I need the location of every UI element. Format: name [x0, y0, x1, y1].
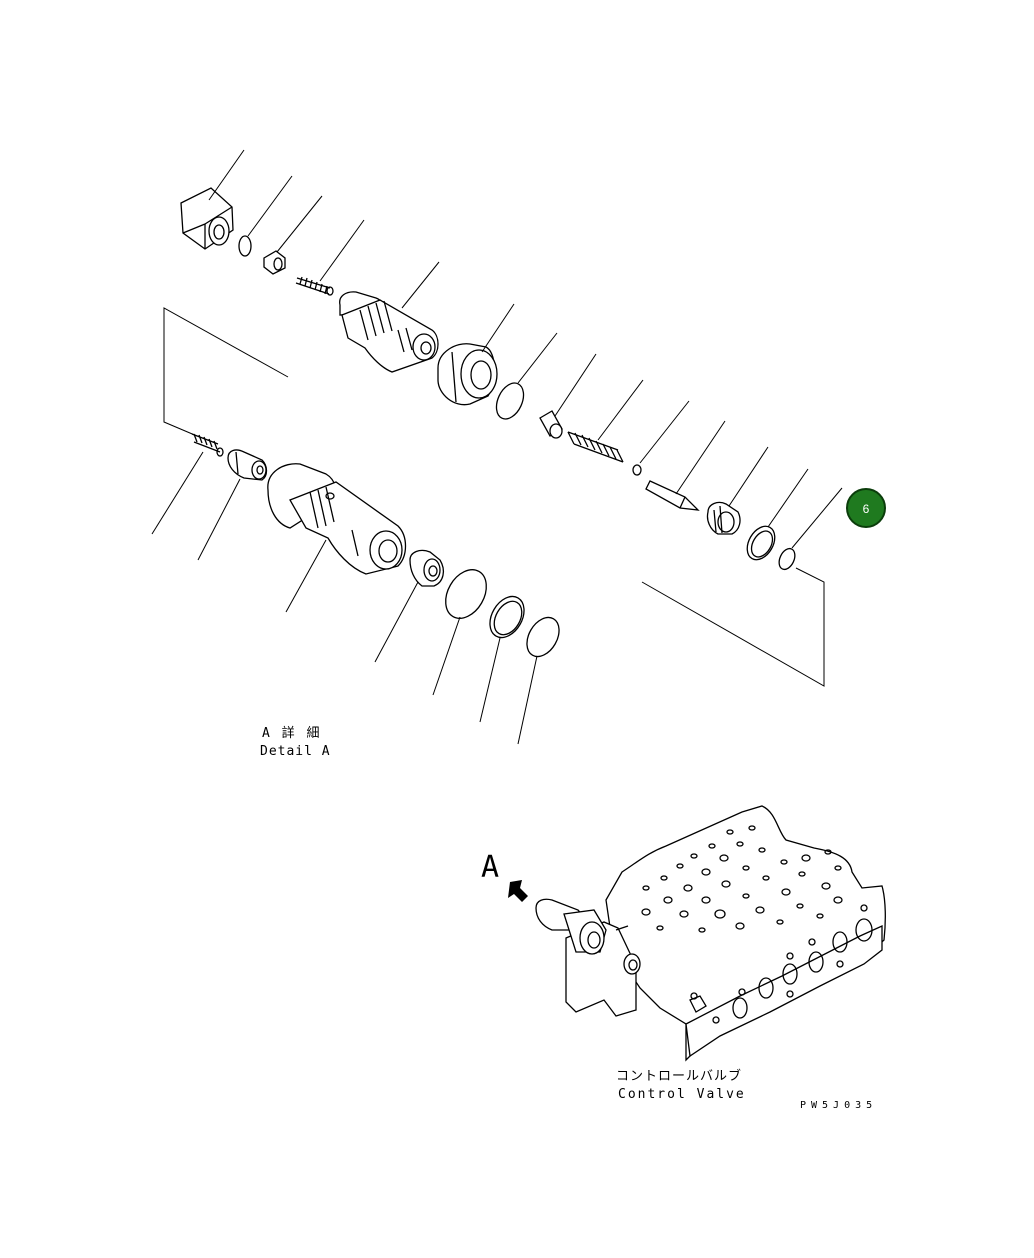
view-arrow: [508, 880, 528, 902]
leader-o-ring-end: [791, 487, 843, 549]
part-plug: [706, 501, 741, 535]
bracket-left: [163, 307, 289, 437]
view-marker-label: A: [481, 850, 499, 885]
part-o-ring-small-1: [238, 235, 252, 257]
part-backup-ring-lower: [489, 595, 525, 639]
part-adjust-screw: [295, 276, 334, 296]
control-valve-label-jp: コントロールバルブ: [616, 1068, 742, 1084]
leader-o-ring-2: [517, 332, 558, 384]
relief-valve-installed: [535, 898, 641, 975]
bracket-right: [641, 567, 825, 687]
part-backup-ring: [746, 525, 776, 561]
part-cap-nut: [180, 187, 234, 250]
drawing-code: PW5J035: [800, 1100, 877, 1111]
detail-label-en: Detail A: [260, 744, 331, 759]
leader-washer-tiny: [639, 400, 690, 464]
part-o-ring-large-1: [445, 569, 487, 619]
leader-backup-ring-lower: [479, 637, 501, 723]
part-washer-tiny: [632, 464, 642, 476]
leader-adjust-screw: [319, 219, 365, 282]
control-valve-assembly: [508, 805, 886, 1062]
part-o-ring-2: [495, 382, 525, 420]
leader-backup-ring: [767, 468, 809, 528]
leader-sleeve: [554, 353, 597, 417]
leader-o-ring-large-1: [432, 616, 461, 696]
leader-valve-body-lower: [285, 539, 327, 613]
leader-o-ring-small-1: [247, 175, 293, 237]
callout-number: 6: [863, 502, 870, 516]
callout-badge[interactable]: 6: [846, 488, 886, 528]
part-valve-body-upper: [339, 291, 439, 373]
leader-spool-small: [197, 478, 241, 561]
part-o-ring-large-2: [526, 616, 560, 658]
part-lock-nut: [263, 250, 286, 275]
part-spool-small: [227, 449, 268, 481]
part-o-ring-end: [778, 547, 796, 571]
leader-valve-body-upper: [401, 261, 440, 309]
leader-cap-nut: [208, 149, 245, 201]
part-spring-small: [191, 433, 224, 457]
leader-lock-nut: [276, 195, 323, 253]
part-seat: [409, 549, 445, 587]
leader-o-ring-large-2: [517, 655, 538, 745]
control-valve-label-en: Control Valve: [618, 1087, 746, 1102]
leader-large-nut: [481, 303, 515, 353]
part-poppet-pin: [645, 480, 700, 511]
leader-plug: [728, 446, 769, 507]
detail-label-jp: A 詳 細: [262, 725, 321, 741]
part-valve-body-lower: [267, 463, 407, 575]
leader-poppet-pin: [675, 420, 726, 495]
part-sleeve: [539, 410, 563, 439]
leader-spring-small: [151, 451, 204, 535]
leader-spring: [597, 379, 644, 441]
part-spring: [567, 431, 624, 463]
leader-seat: [374, 581, 419, 663]
part-large-nut: [437, 343, 498, 406]
